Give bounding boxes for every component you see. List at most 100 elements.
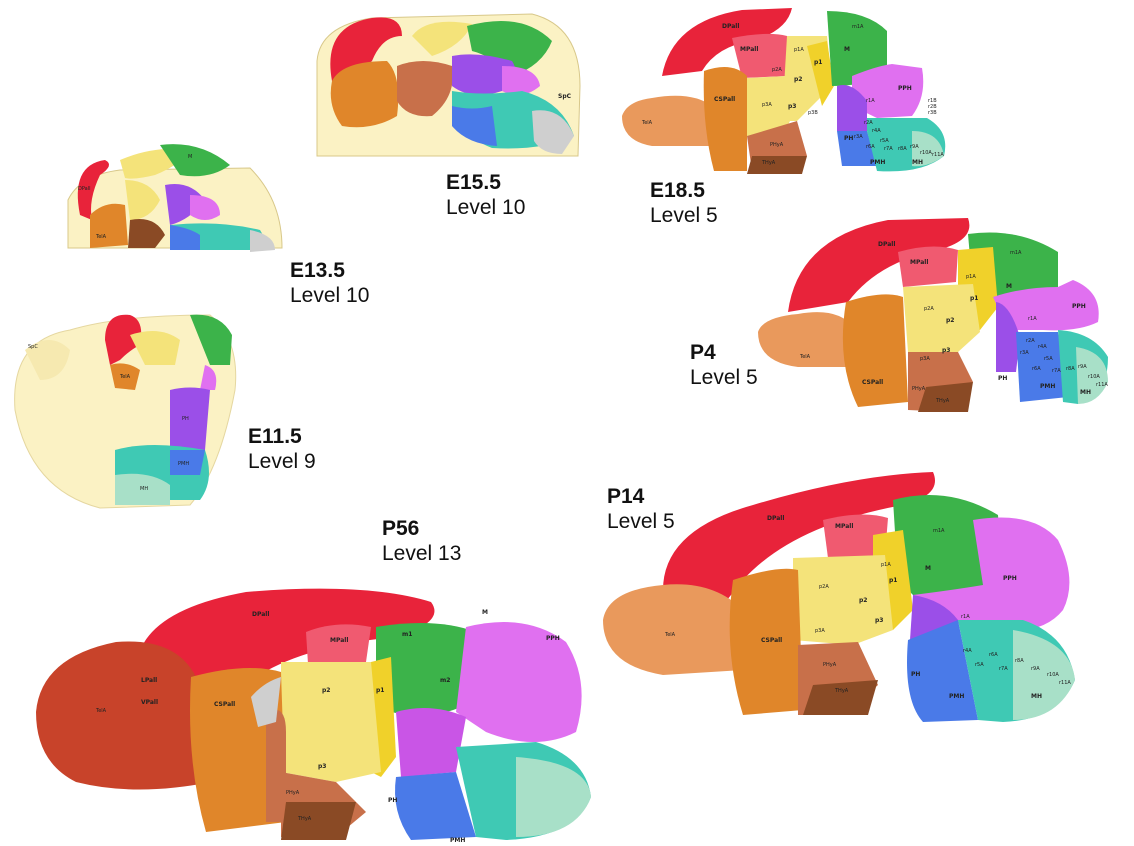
- label-p4-mpall: MPall: [910, 259, 928, 266]
- label-p56-ph: PH: [388, 797, 397, 804]
- panel-e13: DPall TelA M: [60, 140, 285, 265]
- panel-p4: DPall MPall CSPall TelA p1A p2A p2 p1 p3…: [758, 212, 1113, 417]
- label-p4-mh: MH: [1080, 389, 1091, 396]
- sagittal-section-p4: DPall MPall CSPall TelA p1A p2A p2 p1 p3…: [758, 212, 1113, 417]
- caption-e13: E13.5 Level 10: [290, 258, 369, 308]
- level-label: Level 5: [607, 509, 675, 534]
- sagittal-section-e15: SpC: [312, 6, 582, 166]
- label-p4-p1a: p1A: [966, 274, 976, 280]
- label-p14-r1a: r1A: [961, 614, 970, 620]
- label-p56-m: M: [482, 609, 488, 616]
- label-p4-r4a: r4A: [1038, 344, 1047, 350]
- label-e18-r10a: r10A: [920, 150, 932, 156]
- label-p4-r11a: r11A: [1096, 382, 1108, 388]
- label-e18-phya: PHyA: [770, 142, 784, 148]
- label-p4-dpall: DPall: [878, 241, 895, 248]
- label-e18-ph: PH: [844, 135, 853, 142]
- stage-label: P56: [382, 516, 461, 541]
- caption-p4: P4 Level 5: [690, 340, 758, 390]
- label-p56-vpall: VPall: [141, 699, 158, 706]
- label-p4-pph: PPH: [1072, 303, 1086, 310]
- label-e18-p1a: p1A: [794, 47, 804, 53]
- label-p4-r3a: r3A: [1020, 350, 1029, 356]
- label-p4-thya: THyA: [935, 398, 950, 404]
- sagittal-section-p56: DPall MPall CSPall LPall VPall TelA p1 p…: [36, 582, 596, 844]
- caption-e18: E18.5 Level 5: [650, 178, 718, 228]
- panel-e18: DPall MPall CSPall TelA p1A p2A p2 p1 p3…: [622, 6, 952, 176]
- label-p4-r6a: r6A: [1032, 366, 1041, 372]
- label-p14-m: M: [925, 565, 931, 572]
- label-e18-mh: MH: [912, 159, 923, 166]
- label-p4-r5a: r5A: [1044, 356, 1053, 362]
- label-p56-p1: p1: [376, 687, 384, 694]
- stage-label: E15.5: [446, 170, 525, 195]
- label-p14-r7a: r7A: [999, 666, 1008, 672]
- label-p14-pph: PPH: [1003, 575, 1017, 582]
- label-e13-tela: TelA: [95, 234, 107, 240]
- label-p14-p2a: p2A: [819, 584, 829, 590]
- label-p4-p3a: p3A: [920, 356, 930, 362]
- caption-p56: P56 Level 13: [382, 516, 461, 566]
- sagittal-section-e11: SpC TelA PH PMH MH: [10, 310, 242, 510]
- label-e15-spc: SpC: [558, 93, 572, 100]
- sagittal-section-e18: DPall MPall CSPall TelA p1A p2A p2 p1 p3…: [622, 6, 952, 176]
- label-p14-mh: MH: [1031, 693, 1042, 700]
- label-e11-pmh: PMH: [178, 461, 189, 467]
- label-e18-cspall: CSPall: [714, 96, 735, 103]
- label-p56-lpall: LPall: [141, 677, 157, 684]
- level-label: Level 9: [248, 449, 316, 474]
- label-e18-dpall: DPall: [722, 23, 739, 30]
- label-e18-r9a: r9A: [910, 144, 919, 150]
- label-p56-m1: m1: [402, 631, 412, 638]
- label-p14-dpall: DPall: [767, 515, 784, 522]
- label-p56-p3: p3: [318, 763, 326, 770]
- label-e18-thya: THyA: [761, 160, 776, 166]
- label-p56-mpall: MPall: [330, 637, 348, 644]
- label-e18-r3a: r3A: [854, 134, 863, 140]
- label-p4-ph: PH: [998, 375, 1007, 382]
- label-e11-ph: PH: [182, 416, 189, 422]
- label-p4-r9a: r9A: [1078, 364, 1087, 370]
- level-label: Level 5: [650, 203, 718, 228]
- stage-label: E18.5: [650, 178, 718, 203]
- label-p4-m1a: m1A: [1010, 250, 1022, 256]
- label-e13-dpall: DPall: [78, 186, 90, 192]
- label-p14-p3a: p3A: [815, 628, 825, 634]
- label-p4-p3: p3: [942, 347, 950, 354]
- label-e18-r5a: r5A: [880, 138, 889, 144]
- level-label: Level 10: [446, 195, 525, 220]
- label-p56-thya: THyA: [297, 816, 312, 822]
- panel-p56: DPall MPall CSPall LPall VPall TelA p1 p…: [36, 582, 596, 844]
- label-e18-tela: TelA: [641, 120, 653, 126]
- label-p56-m2: m2: [440, 677, 450, 684]
- label-e18-r7a: r7A: [884, 146, 893, 152]
- label-p56-pph: PPH: [546, 635, 560, 642]
- label-p14-p1: p1: [889, 577, 897, 584]
- label-e18-p3b: p3B: [808, 110, 818, 116]
- label-e18-r1a: r1A: [866, 98, 875, 104]
- label-p4-r1a: r1A: [1028, 316, 1037, 322]
- caption-p14: P14 Level 5: [607, 484, 675, 534]
- label-e18-pmh: PMH: [870, 159, 885, 166]
- label-p14-ph: PH: [911, 671, 920, 678]
- level-label: Level 13: [382, 541, 461, 566]
- stage-label: P4: [690, 340, 758, 365]
- label-p14-r8a: r8A: [1015, 658, 1024, 664]
- label-p14-r6a: r6A: [989, 652, 998, 658]
- label-e18-p3: p3: [788, 103, 796, 110]
- label-p56-p2: p2: [322, 687, 330, 694]
- label-p56-pmh: PMH: [450, 837, 465, 844]
- label-p4-pmh: PMH: [1040, 383, 1055, 390]
- label-e18-m1a: m1A: [852, 24, 864, 30]
- label-p56-phya: PHyA: [286, 790, 300, 796]
- label-p56-cspall: CSPall: [214, 701, 235, 708]
- label-p14-r11a: r11A: [1059, 680, 1071, 686]
- label-e11-mh: MH: [140, 486, 148, 492]
- label-p56-tela: TelA: [95, 708, 107, 714]
- label-p56-dpall: DPall: [252, 611, 269, 618]
- label-p14-p3: p3: [875, 617, 883, 624]
- label-e13-m: M: [188, 154, 192, 160]
- label-e18-p2: p2: [794, 76, 802, 83]
- label-p4-p2: p2: [946, 317, 954, 324]
- label-p14-r5a: r5A: [975, 662, 984, 668]
